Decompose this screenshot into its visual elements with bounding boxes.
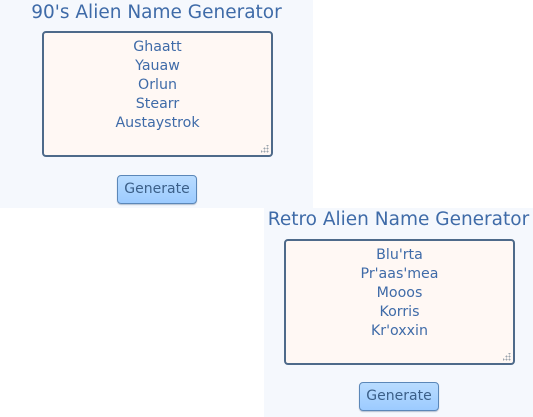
generated-name: Stearr bbox=[135, 96, 180, 112]
generator-title: 90's Alien Name Generator bbox=[31, 2, 282, 23]
generator-title: Retro Alien Name Generator bbox=[267, 209, 530, 230]
generated-name: Korris bbox=[379, 304, 420, 320]
generate-button[interactable]: Generate bbox=[359, 382, 439, 411]
generated-name: Yauaw bbox=[135, 58, 180, 74]
generated-name: Ghaatt bbox=[133, 39, 182, 55]
names-output-box[interactable]: Blu'rta Pr'aas'mea Mooos Korris Kr'oxxin bbox=[284, 239, 515, 365]
generated-name: Orlun bbox=[138, 77, 177, 93]
generated-name: Austaystrok bbox=[115, 115, 200, 131]
generated-name: Mooos bbox=[376, 285, 423, 301]
generated-name: Blu'rta bbox=[376, 247, 423, 263]
resize-grip-icon[interactable] bbox=[261, 145, 269, 153]
resize-grip-icon[interactable] bbox=[503, 353, 511, 361]
generator-panel-90s: 90's Alien Name Generator Ghaatt Yauaw O… bbox=[0, 0, 313, 208]
generated-name: Kr'oxxin bbox=[370, 323, 428, 339]
generate-button[interactable]: Generate bbox=[117, 175, 197, 204]
generated-name: Pr'aas'mea bbox=[360, 266, 439, 282]
names-output-box[interactable]: Ghaatt Yauaw Orlun Stearr Austaystrok bbox=[42, 31, 273, 157]
generator-panel-retro: Retro Alien Name Generator Blu'rta Pr'aa… bbox=[264, 208, 533, 417]
